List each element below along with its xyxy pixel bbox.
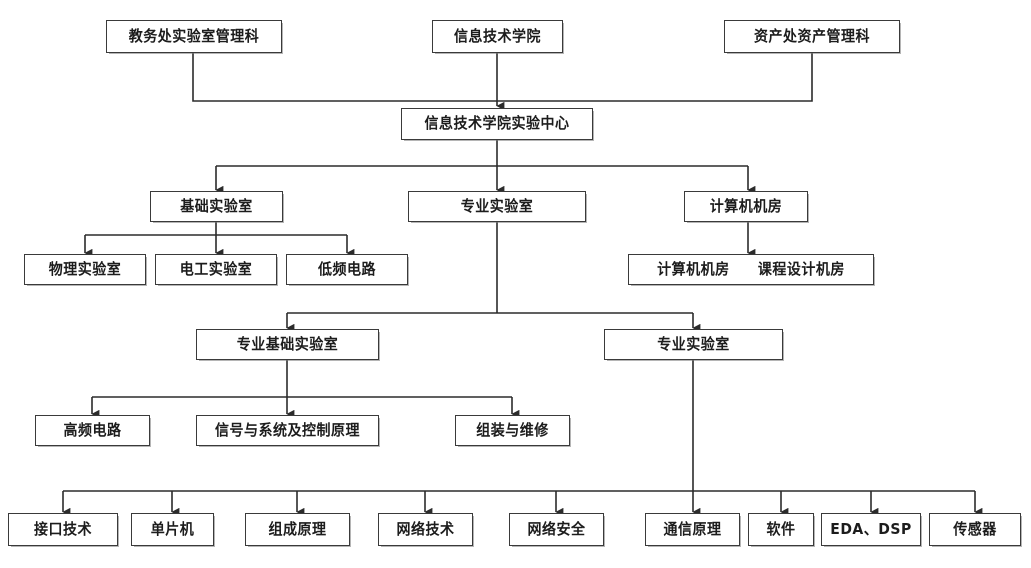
node-label: 低频电路 <box>318 261 376 278</box>
node-label: EDA、DSP <box>830 521 912 538</box>
node-label-course-design-room: 课程设计机房 <box>757 261 845 278</box>
node-professional-lab-2[interactable]: 专业实验室 <box>604 329 783 360</box>
node-label: 网络技术 <box>396 521 455 538</box>
node-label: 传感器 <box>953 521 997 538</box>
connector-group-professional-basic <box>91 360 520 419</box>
node-computer-room[interactable]: 计算机机房 <box>684 191 808 222</box>
node-network-technology[interactable]: 网络技术 <box>378 513 473 546</box>
node-eda-dsp[interactable]: EDA、DSP <box>821 513 921 546</box>
node-network-security[interactable]: 网络安全 <box>509 513 604 546</box>
node-experiment-center[interactable]: 信息技术学院实验中心 <box>401 108 593 140</box>
node-label: 信息技术学院 <box>454 28 541 45</box>
node-physics-lab[interactable]: 物理实验室 <box>24 254 146 285</box>
node-label: 组成原理 <box>268 521 327 538</box>
node-academic-affairs-lab-management[interactable]: 教务处实验室管理科 <box>106 20 282 53</box>
node-interface-technology[interactable]: 接口技术 <box>8 513 118 546</box>
node-high-frequency-circuit[interactable]: 高频电路 <box>35 415 150 446</box>
node-label: 单片机 <box>150 521 195 538</box>
node-asset-office-management[interactable]: 资产处资产管理科 <box>724 20 900 53</box>
node-label: 计算机机房 <box>709 198 783 215</box>
node-professional-lab[interactable]: 专业实验室 <box>408 191 586 222</box>
node-label: 物理实验室 <box>48 261 122 278</box>
node-label: 专业基础实验室 <box>236 336 339 353</box>
node-label: 高频电路 <box>63 422 122 439</box>
node-assembly-maintenance[interactable]: 组装与维修 <box>455 415 570 446</box>
node-electrical-lab[interactable]: 电工实验室 <box>155 254 277 285</box>
node-label: 教务处实验室管理科 <box>128 28 260 45</box>
node-sensor[interactable]: 传感器 <box>929 513 1021 546</box>
connector-group-top <box>192 53 813 111</box>
connector-group-professional-split <box>286 222 701 333</box>
node-label: 组装与维修 <box>476 422 549 439</box>
node-microcontroller[interactable]: 单片机 <box>131 513 214 546</box>
node-label: 网络安全 <box>527 521 586 538</box>
node-computer-rooms-group[interactable]: 计算机机房 课程设计机房 <box>628 254 874 285</box>
node-label: 软件 <box>766 521 796 538</box>
node-basic-lab[interactable]: 基础实验室 <box>150 191 283 222</box>
connector-group-basic-lab <box>84 222 355 258</box>
node-signals-systems-control[interactable]: 信号与系统及控制原理 <box>196 415 379 446</box>
node-label: 信号与系统及控制原理 <box>215 422 360 439</box>
node-low-frequency-circuit[interactable]: 低频电路 <box>286 254 408 285</box>
node-label: 电工实验室 <box>179 261 253 278</box>
node-software[interactable]: 软件 <box>748 513 814 546</box>
node-label: 专业实验室 <box>460 198 534 215</box>
connector-group-bottom-bus <box>62 360 983 517</box>
node-label: 基础实验室 <box>180 198 253 215</box>
connector-group-center-to-categories <box>215 140 756 195</box>
node-label: 接口技术 <box>34 521 92 538</box>
node-professional-basic-lab[interactable]: 专业基础实验室 <box>196 329 379 360</box>
node-it-college[interactable]: 信息技术学院 <box>432 20 563 53</box>
node-label: 资产处资产管理科 <box>754 28 870 45</box>
node-label: 通信原理 <box>663 521 722 538</box>
node-label: 专业实验室 <box>657 336 730 353</box>
node-composition-principle[interactable]: 组成原理 <box>245 513 350 546</box>
node-label-computer-room: 计算机机房 <box>657 261 730 278</box>
node-label: 信息技术学院实验中心 <box>424 115 570 133</box>
node-communication-principle[interactable]: 通信原理 <box>645 513 740 546</box>
